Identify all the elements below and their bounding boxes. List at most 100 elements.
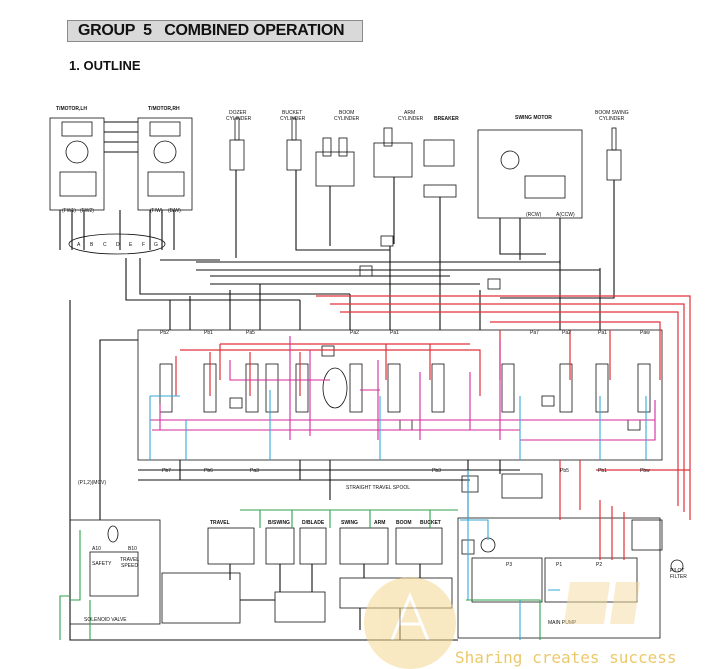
swivel-joint <box>68 233 166 255</box>
label-rcv-boom: BOOM <box>396 520 412 526</box>
label-mcv-p12: (P1,2)(MCV) <box>78 480 106 486</box>
port-upper-2: Pa5 <box>246 330 255 336</box>
rcv-boom-bucket-frame <box>395 527 443 565</box>
component-labels: T/MOTOR,LH T/MOTOR,RH DOZER CYLINDER BUC… <box>56 106 687 626</box>
watermark-logo <box>564 582 640 624</box>
label-boom-cylinder: CYLINDER <box>334 116 360 122</box>
label-p1: P1 <box>556 562 562 568</box>
green-drain-lines <box>59 509 541 640</box>
label-arm: ARM <box>404 110 415 116</box>
label-rcv-swing: SWING <box>341 520 358 526</box>
section-title: 1. OUTLINE <box>69 58 141 73</box>
pilot-filter-element <box>670 559 684 573</box>
label-boom-swing: BOOM SWING <box>595 110 629 116</box>
label-pilot: PILOT <box>670 568 684 574</box>
port-lower-2: Pa3 <box>250 468 259 474</box>
group-title-bar: GROUP 5 COMBINED OPERATION <box>67 20 363 42</box>
swivel-port-a: A <box>77 242 81 248</box>
label-safety: SAFETY <box>92 561 112 567</box>
label-rcv-dblade: D/BLADE <box>302 520 325 526</box>
swing-motor-frame <box>477 129 583 219</box>
pilot-filter-box <box>631 519 663 551</box>
boom-cylinder-frame <box>315 151 355 187</box>
travel-motor-rh-frame <box>137 117 193 211</box>
label-breaker: BREAKER <box>434 116 459 122</box>
safety-valve-block <box>274 591 326 623</box>
label-bw: (B/W) <box>168 208 181 214</box>
boom-swing-cylinder-body <box>606 149 622 181</box>
label-fw: (F/W) <box>150 208 163 214</box>
port-upper-1: Pb1 <box>204 330 213 336</box>
watermark-text: Sharing creates success <box>455 648 677 667</box>
solenoid-valve-frame <box>69 519 161 625</box>
breaker-valve <box>423 139 455 167</box>
label-arm-cylinder: CYLINDER <box>398 116 424 122</box>
label-main-pump: MAIN PUMP <box>548 620 577 626</box>
magenta-pilot-lines <box>150 336 656 441</box>
straight-travel-spool <box>322 367 348 409</box>
label-p2: P2 <box>596 562 602 568</box>
label-fw2: (FW2) <box>80 208 94 214</box>
label-solenoid-valve: SOLENOID VALVE <box>84 617 127 623</box>
port-upper-0: Pb2 <box>160 330 169 336</box>
label-boom: BOOM <box>339 110 354 116</box>
mcv-spools <box>159 363 651 413</box>
port-upper-4: Pa1 <box>390 330 399 336</box>
black-pipework <box>59 121 615 641</box>
main-control-valve-frame <box>137 329 663 461</box>
label-rcv-travel: TRAVEL <box>210 520 230 526</box>
label-bucket: BUCKET <box>282 110 302 116</box>
label-p3: P3 <box>506 562 512 568</box>
port-lower-1: Pb6 <box>204 468 213 474</box>
travel-motor-lh-frame <box>49 117 105 211</box>
port-upper-5: Pa7 <box>530 330 539 336</box>
swivel-port-d: D <box>116 242 120 248</box>
port-lower-3: Pb3 <box>432 468 441 474</box>
pump-frame <box>457 517 661 639</box>
label-swing-motor: SWING MOTOR <box>515 115 552 121</box>
swivel-port-b: B <box>90 242 94 248</box>
label-straight-travel-spool: STRAIGHT TRAVEL SPOOL <box>346 485 410 491</box>
label-travel-motor-lh: T/MOTOR,LH <box>56 106 87 112</box>
dozer-cylinder-body <box>229 139 245 171</box>
label-pilot-filter: FILTER <box>670 574 687 580</box>
label-rcw: (RCW) <box>526 212 542 218</box>
label-rcv-bucket: BUCKET <box>420 520 441 526</box>
rcv-bswing-frame <box>265 527 295 565</box>
port-upper-6: Pa2 <box>562 330 571 336</box>
label-dozer: DOZER <box>229 110 247 116</box>
port-upper-8: Paw <box>640 330 650 336</box>
watermark-emblem <box>364 577 456 669</box>
label-rcv-bswing: B/SWING <box>268 520 290 526</box>
label-boom-swing-cylinder: CYLINDER <box>599 116 625 122</box>
travel-pedal-frame <box>161 572 241 624</box>
label-travel: TRAVEL <box>120 557 139 563</box>
rcv-swing-arm-frame <box>339 527 389 565</box>
group-title: GROUP 5 COMBINED OPERATION <box>78 22 345 39</box>
swivel-port-e: E <box>129 242 133 248</box>
label-accw: A(CCW) <box>556 212 575 218</box>
red-pressure-lines <box>175 295 691 560</box>
port-lower-6: Pbw <box>640 468 650 474</box>
label-speed: SPEED <box>121 563 138 569</box>
port-lower-4: Pb5 <box>560 468 569 474</box>
rcv-travel-frame <box>207 527 255 565</box>
port-upper-7: Pa1 <box>598 330 607 336</box>
label-travel-motor-rh: T/MOTOR,RH <box>148 106 180 112</box>
arm-cylinder-frame <box>373 142 413 178</box>
rcv-dblade-frame <box>299 527 327 565</box>
label-b10: B10 <box>128 546 137 552</box>
label-a10: A10 <box>92 546 101 552</box>
swivel-port-c: C <box>103 242 107 248</box>
swivel-port-g: G <box>154 242 158 248</box>
port-lower-0: Pb7 <box>162 468 171 474</box>
bucket-cylinder-body <box>286 139 302 171</box>
label-dozer-cylinder: CYLINDER <box>226 116 252 122</box>
swivel-port-f: F <box>142 242 145 248</box>
port-lower-5: Pb1 <box>598 468 607 474</box>
port-upper-3: Pa2 <box>350 330 359 336</box>
label-bucket-cylinder: CYLINDER <box>280 116 306 122</box>
label-rcv-arm: ARM <box>374 520 385 526</box>
label-fw1: (FW1) <box>62 208 76 214</box>
